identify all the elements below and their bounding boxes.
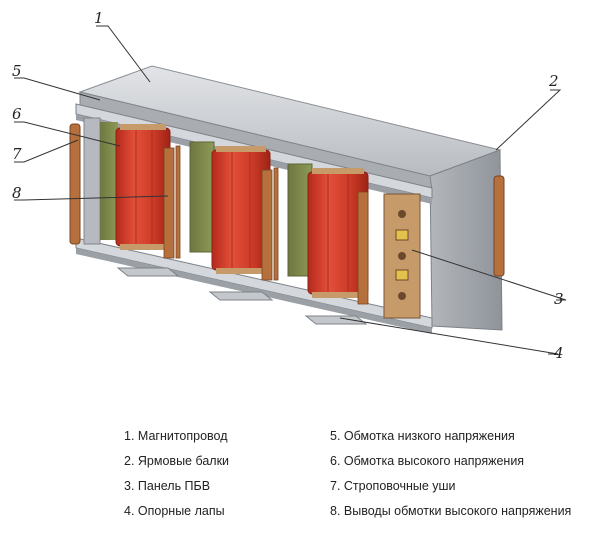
legend-item-8: 8. Выводы обмотки высокого напряжения <box>330 504 572 518</box>
core-yoke <box>78 65 503 331</box>
callout-3: 3 <box>554 290 564 308</box>
left-frame <box>83 117 118 245</box>
legend-item-4: 4. Опорные лапы <box>124 504 225 518</box>
leader-lines <box>14 25 567 355</box>
transformer-diagram: 1 2 3 4 5 6 7 8 <box>12 9 567 362</box>
legend-column-right: 5. Обмотка низкого напряжения 6. Обмотка… <box>330 424 571 524</box>
lv-coil-1 <box>189 141 215 253</box>
callout-1: 1 <box>94 9 104 27</box>
callout-5: 5 <box>12 62 22 80</box>
callout-numbers: 1 2 3 4 5 6 7 8 <box>12 9 564 362</box>
lifting-lugs <box>69 123 505 277</box>
callout-6: 6 <box>12 105 22 123</box>
callout-7: 7 <box>12 145 22 163</box>
legend-item-6: 6. Обмотка высокого напряжения <box>330 454 525 468</box>
phase-coil-3 <box>307 168 369 298</box>
support-feet <box>116 267 368 325</box>
callout-2: 2 <box>548 72 559 90</box>
callout-8: 8 <box>12 184 22 202</box>
legend-item-5: 5. Обмотка низкого напряжения <box>330 429 515 443</box>
tap-changer-panel <box>383 193 421 319</box>
legend-item-7: 7. Строповочные уши <box>330 479 456 493</box>
legend: 1. Магнитопровод 2. Ярмовые балки 3. Пан… <box>0 424 600 524</box>
legend-item-3: 3. Панель ПБВ <box>124 479 211 493</box>
phase-coil-1 <box>115 124 171 250</box>
legend-column-left: 1. Магнитопровод 2. Ярмовые балки 3. Пан… <box>124 424 229 524</box>
hv-terminals <box>163 145 369 305</box>
legend-item-1: 1. Магнитопровод <box>124 429 228 443</box>
legend-item-2: 2. Ярмовые балки <box>124 454 230 468</box>
phase-coil-2 <box>211 146 271 274</box>
callout-4: 4 <box>553 344 564 362</box>
